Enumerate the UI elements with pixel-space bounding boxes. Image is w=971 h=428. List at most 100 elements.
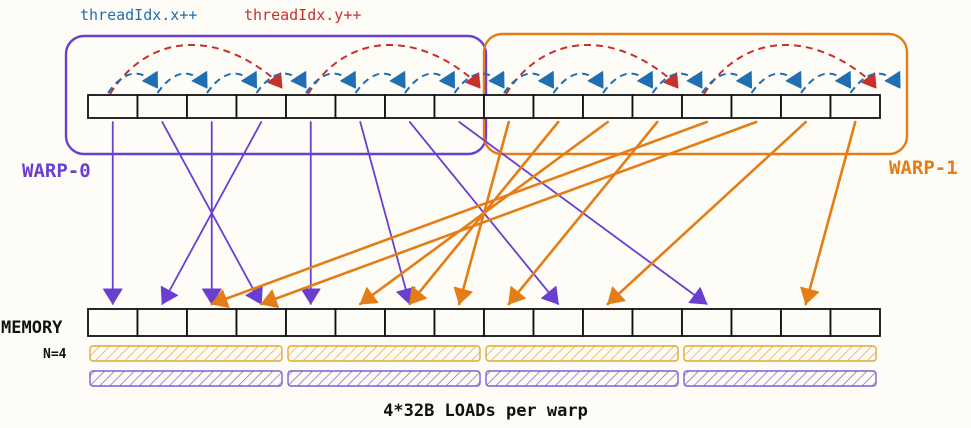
memory-cell bbox=[235, 308, 287, 337]
thread-cell bbox=[582, 94, 634, 119]
load-bar-warp-1 bbox=[89, 345, 283, 362]
warp-0-map-arrow bbox=[359, 121, 411, 305]
memory-cell bbox=[433, 308, 485, 337]
x-step-arrowhead bbox=[340, 71, 356, 89]
load-bar-warp-0 bbox=[89, 370, 283, 387]
thread-cell bbox=[433, 94, 485, 119]
warp-1-map-arrow-head bbox=[607, 286, 626, 305]
thread-cell bbox=[829, 94, 881, 119]
thread-cell bbox=[780, 94, 832, 119]
warp-1-map-arrow-head bbox=[800, 286, 820, 305]
memory-cell bbox=[334, 308, 386, 337]
y-step-arc bbox=[109, 44, 283, 95]
warp-1-map-arrow-head bbox=[508, 285, 526, 305]
legend-y-step: threadIdx.y++ bbox=[244, 6, 362, 24]
y-step-arrowhead bbox=[861, 72, 877, 89]
memory-cell bbox=[483, 308, 535, 337]
thread-cell bbox=[483, 94, 535, 119]
y-step-arrowhead bbox=[465, 72, 481, 89]
x-step-arrowhead bbox=[785, 71, 802, 89]
memory-label: MEMORY bbox=[1, 318, 63, 338]
load-bar-warp-0 bbox=[485, 370, 679, 387]
warp-1-map-arrow bbox=[606, 120, 808, 306]
load-bar-warp-1 bbox=[485, 345, 679, 362]
memory-cell bbox=[829, 308, 881, 337]
warp-1-map-arrow-head bbox=[359, 287, 379, 305]
warp-0-map-arrow-head bbox=[160, 285, 179, 305]
memory-cell bbox=[780, 308, 832, 337]
load-bar-warp-0 bbox=[683, 370, 877, 387]
load-bar-warp-1 bbox=[287, 345, 481, 362]
x-step-arrowhead bbox=[142, 71, 158, 89]
warp-0-map-arrow-head bbox=[688, 287, 708, 305]
y-step-arrowhead bbox=[663, 72, 679, 89]
warp-1-map-arrow bbox=[259, 120, 758, 306]
warp-0-label: WARP-0 bbox=[22, 160, 91, 182]
thread-cell bbox=[384, 94, 436, 119]
thread-cell bbox=[730, 94, 782, 119]
thread-cell bbox=[87, 94, 139, 119]
x-step-arrowhead bbox=[241, 71, 257, 89]
warp-0-map-arrow-head bbox=[300, 288, 321, 305]
warp-1-map-arrow-head bbox=[211, 289, 230, 309]
warp-0-map-arrow-head bbox=[541, 285, 559, 305]
x-step-arrowhead bbox=[637, 71, 653, 89]
memory-cell bbox=[136, 308, 188, 337]
warp-0-map-arrow bbox=[161, 121, 263, 305]
warp-0-map-arrow-head bbox=[201, 288, 222, 305]
x-step-arrowhead bbox=[587, 71, 604, 89]
warp-1-box bbox=[482, 32, 909, 156]
mapping-arrows bbox=[102, 120, 857, 309]
warp-boxes bbox=[64, 32, 909, 156]
thread-cell bbox=[681, 94, 733, 119]
warp-1-label: WARP-1 bbox=[889, 157, 958, 179]
n-label: N=4 bbox=[43, 347, 67, 362]
y-step-arc bbox=[703, 44, 877, 95]
memory-cell bbox=[532, 308, 584, 337]
thread-cell bbox=[186, 94, 238, 119]
load-bar-warp-0 bbox=[287, 370, 481, 387]
y-step-arc bbox=[307, 44, 481, 95]
x-step-arrowhead bbox=[191, 71, 208, 89]
warp-1-map-arrow bbox=[507, 120, 659, 306]
memory-cell bbox=[631, 308, 683, 337]
warp-1-map-arrow-head bbox=[453, 286, 473, 305]
x-step-arcs bbox=[107, 71, 901, 94]
thread-cell bbox=[334, 94, 386, 119]
y-step-arc bbox=[505, 44, 679, 95]
warp-1-map-arrow-head bbox=[409, 285, 427, 305]
x-step-arrowhead bbox=[290, 71, 307, 89]
x-step-arrowhead bbox=[538, 71, 554, 89]
thread-cell bbox=[235, 94, 287, 119]
thread-cell bbox=[631, 94, 683, 119]
memory-cell bbox=[87, 308, 139, 337]
x-step-arrowhead bbox=[686, 71, 703, 89]
memory-cell bbox=[285, 308, 337, 337]
warp-0-map-arrow-head bbox=[102, 288, 123, 305]
x-step-arrowhead bbox=[884, 71, 901, 89]
memory-row bbox=[87, 308, 881, 337]
x-step-arrowhead bbox=[389, 71, 406, 89]
x-step-arrowhead bbox=[439, 71, 455, 89]
memory-cell bbox=[681, 308, 733, 337]
warp-0-map-arrow-head bbox=[245, 285, 263, 305]
warp-1-map-arrow bbox=[804, 120, 857, 306]
warp-1-map-arrow bbox=[210, 120, 709, 306]
load-bars bbox=[89, 345, 877, 387]
legend-x-step: threadIdx.x++ bbox=[80, 6, 198, 24]
y-step-arrowhead bbox=[267, 72, 283, 89]
memory-cell bbox=[384, 308, 436, 337]
warp-1-map-arrow-head bbox=[260, 289, 280, 309]
memory-cell bbox=[186, 308, 238, 337]
caption: 4*32B LOADs per warp bbox=[383, 401, 588, 421]
memory-cell bbox=[582, 308, 634, 337]
thread-row bbox=[87, 94, 881, 119]
thread-cell bbox=[285, 94, 337, 119]
warp-1-map-arrow bbox=[358, 120, 610, 306]
x-step-arrowhead bbox=[736, 71, 752, 89]
memory-cell bbox=[730, 308, 782, 337]
thread-cell bbox=[532, 94, 584, 119]
x-step-arrowhead bbox=[488, 71, 505, 89]
